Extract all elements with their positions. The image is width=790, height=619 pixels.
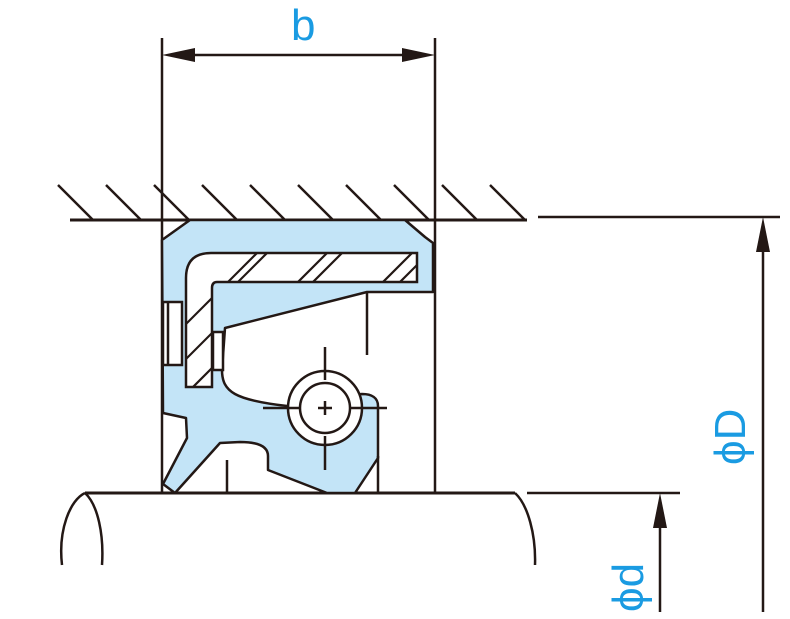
outer-diameter-label: ϕD: [706, 409, 755, 465]
shaft: [60, 491, 537, 566]
shaft-diameter-label: ϕd: [604, 563, 653, 612]
shaft-diameter-dimension: [527, 491, 680, 612]
inner-groove: [211, 330, 225, 372]
outer-diameter-dimension: [538, 215, 780, 612]
outer-groove: [161, 300, 184, 367]
garter-spring: [263, 347, 387, 470]
width-dimension: [160, 38, 437, 493]
housing-hatch: [57, 184, 527, 222]
width-label: b: [291, 1, 315, 50]
